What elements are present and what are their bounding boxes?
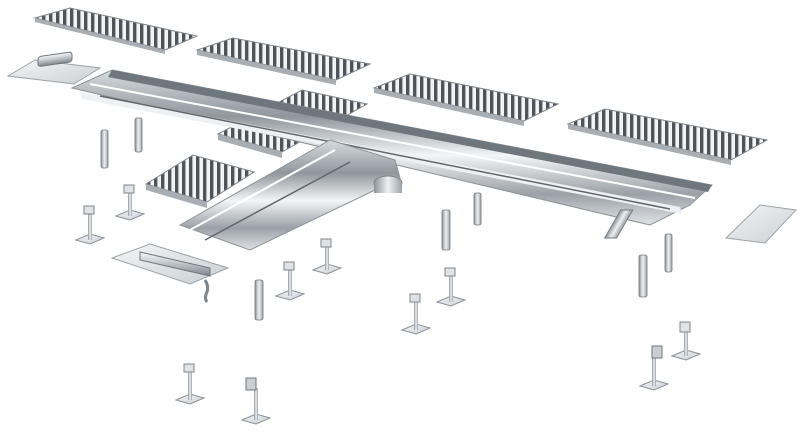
- branch-channel: [178, 139, 403, 251]
- end-cap-left: [6, 51, 102, 85]
- foot: [174, 363, 206, 405]
- grate-3: [372, 73, 560, 126]
- bracket-clips: [100, 117, 673, 321]
- foot: [240, 377, 272, 425]
- foot: [311, 238, 343, 275]
- grate-2: [195, 37, 372, 85]
- end-cap-bottom: [110, 243, 230, 303]
- foot: [638, 345, 670, 391]
- foot: [435, 267, 467, 307]
- grate-4: [566, 108, 769, 165]
- grate-1: [33, 7, 199, 54]
- grate-small: [144, 154, 256, 208]
- foot: [400, 293, 432, 335]
- support-feet: [74, 184, 702, 425]
- foot: [274, 261, 306, 301]
- foot: [670, 321, 702, 361]
- foot: [114, 184, 146, 221]
- end-cap-right: [603, 204, 798, 244]
- main-channel: [70, 69, 714, 226]
- foot: [74, 205, 106, 245]
